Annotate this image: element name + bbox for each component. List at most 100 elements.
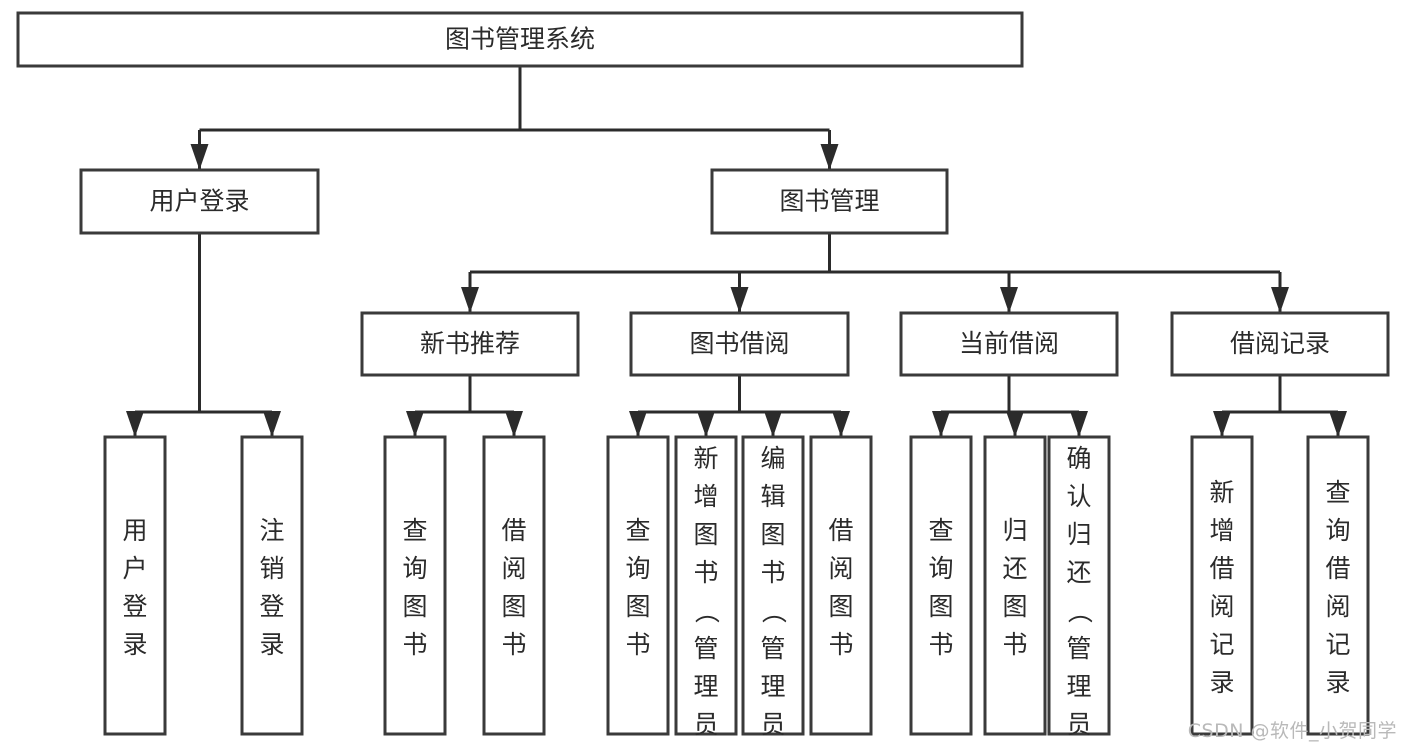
node-book-borrow[interactable]: 图书借阅 — [629, 311, 850, 377]
svg-text:员: 员 — [1066, 710, 1091, 739]
leaf-leaf-confirm-return-box[interactable] — [1047, 435, 1111, 736]
svg-text:登: 登 — [259, 592, 284, 621]
node-borrow-record[interactable]: 借阅记录 — [1170, 311, 1390, 377]
leaf-leaf-borrow-book-bw-box[interactable] — [809, 435, 873, 736]
arrow-head — [1271, 287, 1289, 313]
arrow-head — [1329, 411, 1347, 437]
leaf-leaf-query-book-bw-box[interactable] — [606, 435, 670, 736]
arrow-head — [1070, 411, 1088, 437]
svg-text:归: 归 — [1066, 520, 1091, 549]
node-book-manage[interactable]: 图书管理 — [710, 168, 949, 235]
svg-text:归: 归 — [1002, 516, 1027, 545]
svg-text:管: 管 — [693, 634, 718, 663]
leaf-leaf-query-record-box[interactable] — [1306, 435, 1370, 736]
svg-text:登: 登 — [122, 592, 147, 621]
svg-text:新: 新 — [693, 444, 718, 473]
node-root-label: 图书管理系统 — [445, 25, 595, 54]
svg-text:查: 查 — [928, 516, 953, 545]
svg-text:借: 借 — [1209, 554, 1234, 583]
svg-text:录: 录 — [122, 630, 147, 659]
leaf-leaf-return-book-box[interactable] — [983, 435, 1047, 736]
svg-text:询: 询 — [928, 554, 953, 583]
svg-text:书: 书 — [1002, 630, 1027, 659]
node-current-borrow-box[interactable] — [899, 311, 1119, 377]
svg-text:还: 还 — [1002, 554, 1027, 583]
svg-text:用: 用 — [122, 516, 147, 545]
svg-text:编: 编 — [760, 444, 785, 473]
svg-text:销: 销 — [259, 554, 284, 583]
svg-text:（: （ — [759, 598, 788, 623]
leaf-leaf-borrow-book-rec-box[interactable] — [482, 435, 546, 736]
svg-text:查: 查 — [402, 516, 427, 545]
node-new-book-rec-box[interactable] — [360, 311, 580, 377]
arrow-head — [764, 411, 782, 437]
leaf-leaf-add-record-box[interactable] — [1190, 435, 1254, 736]
svg-text:查: 查 — [1325, 478, 1350, 507]
node-current-borrow-label: 当前借阅 — [959, 329, 1059, 358]
svg-text:借: 借 — [501, 516, 526, 545]
node-current-borrow[interactable]: 当前借阅 — [899, 311, 1119, 377]
svg-text:借: 借 — [1325, 554, 1350, 583]
leaf-leaf-add-book-box[interactable] — [674, 435, 738, 736]
node-user-login-label: 用户登录 — [149, 187, 249, 216]
svg-text:查: 查 — [625, 516, 650, 545]
svg-text:图: 图 — [693, 520, 718, 549]
svg-text:（: （ — [692, 598, 721, 623]
leaf-leaf-query-book-cb-box[interactable] — [909, 435, 973, 736]
node-book-borrow-box[interactable] — [629, 311, 850, 377]
arrow-head — [1000, 287, 1018, 313]
svg-text:录: 录 — [1325, 668, 1350, 697]
svg-text:还: 还 — [1066, 558, 1091, 587]
leaf-leaf-edit-book-box[interactable] — [741, 435, 805, 736]
svg-text:图: 图 — [828, 592, 853, 621]
arrow-head — [697, 411, 715, 437]
svg-text:询: 询 — [402, 554, 427, 583]
svg-text:记: 记 — [1325, 630, 1350, 659]
svg-text:图: 图 — [402, 592, 427, 621]
svg-text:阅: 阅 — [501, 554, 526, 583]
node-root-box[interactable] — [16, 11, 1024, 68]
svg-text:图: 图 — [1002, 592, 1027, 621]
svg-text:增: 增 — [693, 482, 718, 511]
arrow-head — [263, 411, 281, 437]
node-book-manage-box[interactable] — [710, 168, 949, 235]
node-user-login[interactable]: 用户登录 — [79, 168, 320, 235]
node-root[interactable]: 图书管理系统 — [16, 11, 1024, 68]
arrow-head — [730, 287, 749, 313]
arrow-head — [505, 411, 523, 437]
arrow-head — [1213, 411, 1231, 437]
svg-text:管: 管 — [760, 634, 785, 663]
node-borrow-record-box[interactable] — [1170, 311, 1390, 377]
leaf-leaf-query-book-rec-box[interactable] — [383, 435, 447, 736]
svg-text:阅: 阅 — [828, 554, 853, 583]
svg-text:阅: 阅 — [1209, 592, 1234, 621]
svg-text:确: 确 — [1066, 444, 1091, 473]
node-user-login-box[interactable] — [79, 168, 320, 235]
arrow-head — [190, 144, 209, 170]
leaf-leaf-user-login[interactable]: 用户登录 — [103, 435, 167, 736]
leaf-leaf-user-login-box[interactable] — [103, 435, 167, 736]
svg-text:询: 询 — [625, 554, 650, 583]
arrow-head — [820, 144, 839, 170]
node-new-book-rec[interactable]: 新书推荐 — [360, 311, 580, 377]
arrow-head — [832, 411, 850, 437]
leaf-leaf-logout-box[interactable] — [240, 435, 304, 736]
svg-text:认: 认 — [1066, 482, 1091, 511]
